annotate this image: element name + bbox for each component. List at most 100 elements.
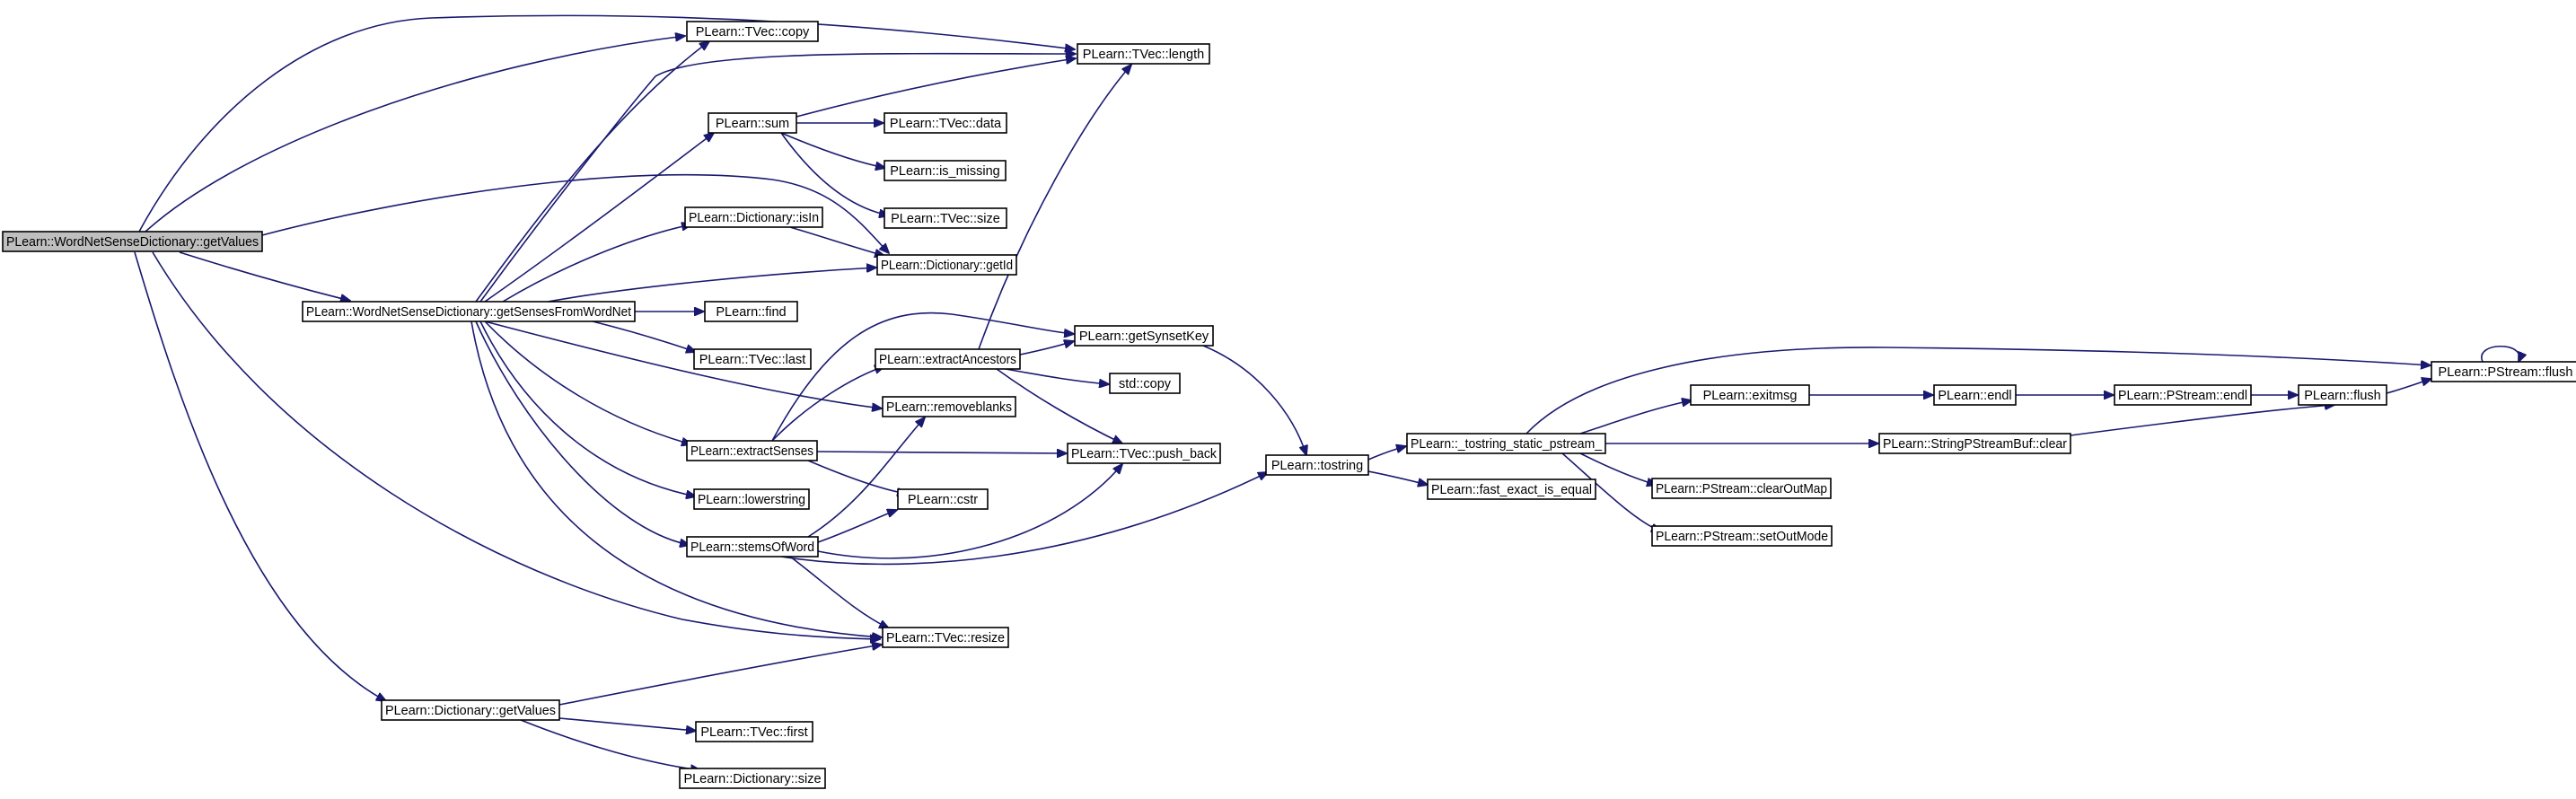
node-label: PLearn::TVec::size (891, 212, 1000, 226)
node-rmblank[interactable]: PLearn::removeblanks (882, 396, 1016, 417)
node-box (1077, 43, 1210, 65)
node-box (302, 301, 636, 322)
node-box (1427, 479, 1596, 500)
edge-gsfw-to-getid (547, 268, 876, 303)
node-box (875, 348, 1021, 370)
edge-gsfw-to-rmblank (484, 320, 882, 408)
edges-layer (134, 14, 2519, 770)
edge-extsen-to-extanc (771, 366, 884, 442)
node-label: PLearn::TVec::push_back (1071, 447, 1218, 461)
node-flush[interactable]: PLearn::flush (2298, 384, 2387, 406)
node-psflush[interactable]: PLearn::PStream::flush (2431, 361, 2576, 382)
edge-extanc-to-synkey (1019, 341, 1074, 356)
node-getid[interactable]: PLearn::Dictionary::getId (876, 254, 1017, 276)
edge-flush-to-psflush (2386, 379, 2431, 394)
node-length[interactable]: PLearn::TVec::length (1077, 43, 1210, 65)
node-lowers[interactable]: PLearn::lowerstring (693, 488, 810, 510)
edge-extanc-to-length (978, 65, 1131, 350)
nodes-layer: PLearn::WordNetSenseDictionary::getValue… (2, 21, 2576, 789)
node-dgetv[interactable]: PLearn::Dictionary::getValues (381, 699, 560, 721)
edge-spsclear-to-flush (2070, 405, 2334, 436)
edge-root-to-copy (145, 36, 685, 233)
node-label: PLearn::Dictionary::getId (881, 259, 1013, 273)
edge-sum-to-ismiss (780, 132, 885, 168)
node-clrmap[interactable]: PLearn::PStream::clearOutMap (1651, 478, 1832, 499)
node-isin[interactable]: PLearn::Dictionary::isIn (684, 206, 823, 228)
node-find[interactable]: PLearn::find (704, 301, 798, 322)
node-box (1651, 478, 1832, 499)
node-setmode[interactable]: PLearn::PStream::setOutMode (1651, 525, 1833, 547)
edge-extsen-to-cstr (807, 460, 907, 494)
edge-gsfw-to-length (479, 54, 1076, 303)
node-box (876, 254, 1017, 276)
edge-root-to-length (138, 14, 1075, 233)
node-tsize[interactable]: PLearn::TVec::size (884, 207, 1007, 229)
node-tsps[interactable]: PLearn::_tostring_static_pstream_ (1406, 433, 1606, 454)
node-first[interactable]: PLearn::TVec::first (695, 721, 813, 742)
node-extsen[interactable]: PLearn::extractSenses (686, 440, 818, 461)
node-sum[interactable]: PLearn::sum (708, 112, 797, 134)
node-label: PLearn::endl (1938, 389, 2011, 403)
edge-tsps-to-psflush (1525, 347, 2431, 435)
node-label: PLearn::StringPStreamBuf::clear (1883, 437, 2067, 452)
node-extanc[interactable]: PLearn::extractAncestors (875, 348, 1021, 370)
node-label: PLearn::PStream::endl (2118, 389, 2247, 403)
node-copy[interactable]: PLearn::TVec::copy (686, 21, 819, 42)
node-box (693, 348, 812, 370)
node-endl[interactable]: PLearn::endl (1933, 384, 2017, 406)
node-box (1878, 433, 2071, 454)
node-label: PLearn::stemsOfWord (690, 540, 814, 555)
edge-gsfw-to-last (592, 320, 696, 352)
node-dsize[interactable]: PLearn::Dictionary::size (679, 768, 826, 789)
node-stems[interactable]: PLearn::stemsOfWord (686, 536, 819, 558)
node-stdcopy[interactable]: std::copy (1109, 373, 1181, 394)
node-pushb[interactable]: PLearn::TVec::push_back (1067, 443, 1221, 464)
edge-stems-to-cstr (817, 510, 897, 543)
node-label: PLearn::Dictionary::getValues (385, 704, 556, 718)
node-box (1933, 384, 2017, 406)
node-synkey[interactable]: PLearn::getSynsetKey (1074, 325, 1214, 347)
edge-stems-to-resize (789, 556, 889, 628)
node-data[interactable]: PLearn::TVec::data (884, 112, 1007, 134)
node-root[interactable]: PLearn::WordNetSenseDictionary::getValue… (2, 231, 263, 252)
edge-extanc-to-pushb (996, 368, 1122, 443)
node-box (381, 699, 560, 721)
node-label: std::copy (1119, 377, 1172, 391)
node-exitm[interactable]: PLearn::exitmsg (1690, 384, 1810, 406)
edge-root-to-dgetv (134, 251, 386, 701)
node-psendl[interactable]: PLearn::PStream::endl (2114, 384, 2252, 406)
edge-stems-to-tostr (780, 472, 1268, 566)
node-box (1265, 454, 1369, 476)
node-label: PLearn::flush (2304, 389, 2380, 403)
node-box (1109, 373, 1181, 394)
edge-stems-to-pushb (817, 464, 1122, 559)
node-resize[interactable]: PLearn::TVec::resize (882, 627, 1009, 648)
node-label: PLearn::extractSenses (690, 444, 813, 459)
edge-gsfw-to-extsen (484, 320, 691, 444)
node-fexact[interactable]: PLearn::fast_exact_is_equal (1427, 479, 1596, 500)
node-spsclear[interactable]: PLearn::StringPStreamBuf::clear (1878, 433, 2071, 454)
node-label: PLearn::exitmsg (1703, 389, 1798, 403)
node-box (686, 536, 819, 558)
node-label: PLearn::TVec::copy (696, 25, 810, 40)
node-ismiss[interactable]: PLearn::is_missing (884, 160, 1007, 181)
node-box (695, 721, 813, 742)
node-label: PLearn::TVec::data (890, 117, 1002, 131)
edge-isin-to-getid (789, 226, 884, 256)
node-label: PLearn::WordNetSenseDictionary::getSense… (306, 305, 631, 320)
edge-tsps-to-clrmap (1579, 452, 1657, 485)
node-gsfw[interactable]: PLearn::WordNetSenseDictionary::getSense… (302, 301, 636, 322)
node-box (1074, 325, 1214, 347)
node-cstr[interactable]: PLearn::cstr (897, 488, 989, 510)
node-tostr[interactable]: PLearn::tostring (1265, 454, 1369, 476)
node-last[interactable]: PLearn::TVec::last (693, 348, 812, 370)
node-label: PLearn::Dictionary::size (683, 772, 821, 786)
node-box (2, 231, 263, 252)
node-box (2298, 384, 2387, 406)
node-label: PLearn::Dictionary::isIn (689, 211, 819, 225)
node-label: PLearn::TVec::first (700, 725, 807, 740)
node-label: PLearn::PStream::clearOutMap (1656, 482, 1827, 496)
edge-gsfw-to-copy (475, 41, 709, 303)
edge-extsen-to-pushb (816, 452, 1067, 453)
